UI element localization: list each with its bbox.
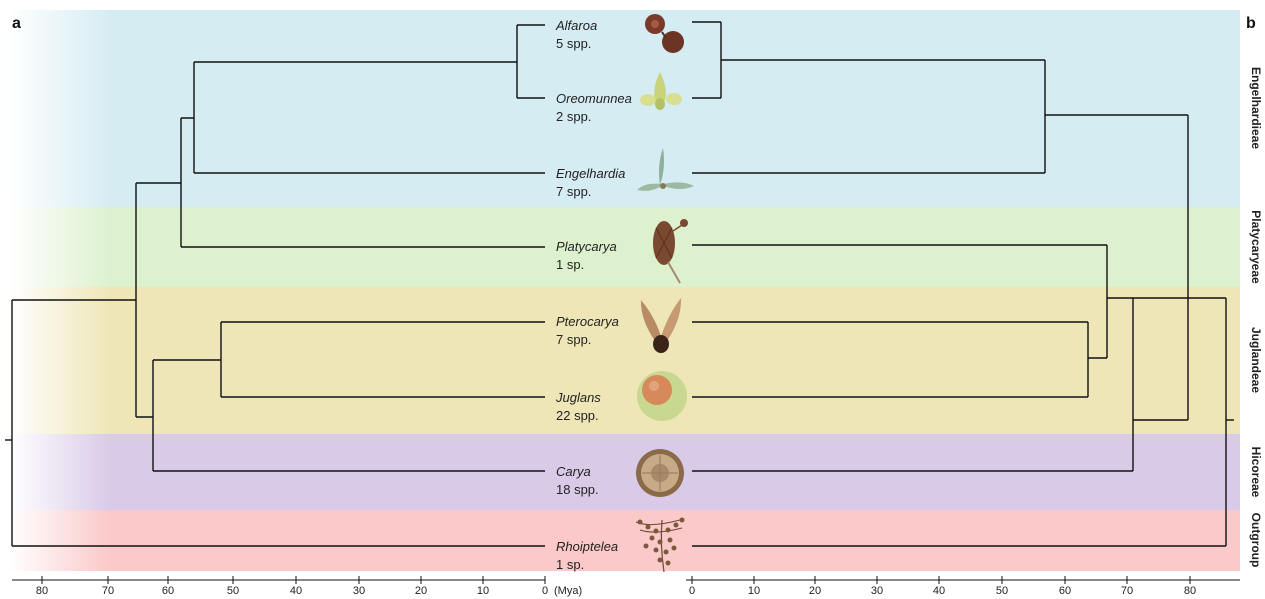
panel-label-a: a: [12, 15, 21, 32]
tick-label: 40: [290, 585, 302, 597]
tick-label: 70: [102, 585, 114, 597]
taxon-species: 2 spp.: [556, 109, 591, 124]
band-label-hicoreae: Hicoreae: [1249, 447, 1263, 498]
tick-label: 30: [353, 585, 365, 597]
taxon-species: 22 spp.: [556, 408, 599, 423]
taxon-species: 1 sp.: [556, 257, 584, 272]
taxon-genus: Engelhardia: [556, 166, 625, 181]
taxon-genus: Rhoiptelea: [556, 539, 618, 554]
taxon-genus: Juglans: [555, 390, 601, 405]
tick-label: 20: [809, 585, 821, 597]
taxon-genus: Carya: [556, 464, 591, 479]
taxon-genus: Oreomunnea: [556, 91, 632, 106]
taxon-genus: Pterocarya: [556, 314, 619, 329]
band-label-platycaryeae: Platycaryeae: [1249, 210, 1263, 284]
tick-label: 10: [748, 585, 760, 597]
band-label-juglandeae: Juglandeae: [1249, 327, 1263, 393]
tick-label: 0: [689, 585, 695, 597]
tick-label: 60: [162, 585, 174, 597]
band-label-engelhardieae: Engelhardieae: [1249, 67, 1263, 149]
carya-fruit-icon: [636, 449, 684, 497]
axis-b: 0 10 20 30 40 50 60 70 80: [686, 576, 1240, 597]
tick-label: 50: [227, 585, 239, 597]
juglans-fruit-icon: [637, 371, 687, 421]
tick-label: 60: [1059, 585, 1071, 597]
tick-label: 80: [36, 585, 48, 597]
tick-label: 30: [871, 585, 883, 597]
tick-label: 80: [1184, 585, 1196, 597]
axis-a: 80 70 60 50 40 30 20 10 0 (Mya): [12, 576, 582, 597]
tick-label: 10: [477, 585, 489, 597]
taxon-genus: Platycarya: [556, 239, 617, 254]
taxon-species: 5 spp.: [556, 36, 591, 51]
tick-label: 40: [933, 585, 945, 597]
tick-label: 20: [415, 585, 427, 597]
taxon-species: 18 spp.: [556, 482, 599, 497]
taxon-species: 7 spp.: [556, 184, 591, 199]
taxon-genus: Alfaroa: [555, 18, 597, 33]
band-label-outgroup: Outgroup: [1249, 513, 1263, 568]
tick-label: 70: [1121, 585, 1133, 597]
taxon-species: 1 sp.: [556, 557, 584, 572]
axis-unit: (Mya): [554, 585, 582, 597]
taxon-species: 7 spp.: [556, 332, 591, 347]
tick-label: 0: [542, 585, 548, 597]
tick-label: 50: [996, 585, 1008, 597]
panel-label-b: b: [1246, 15, 1256, 32]
